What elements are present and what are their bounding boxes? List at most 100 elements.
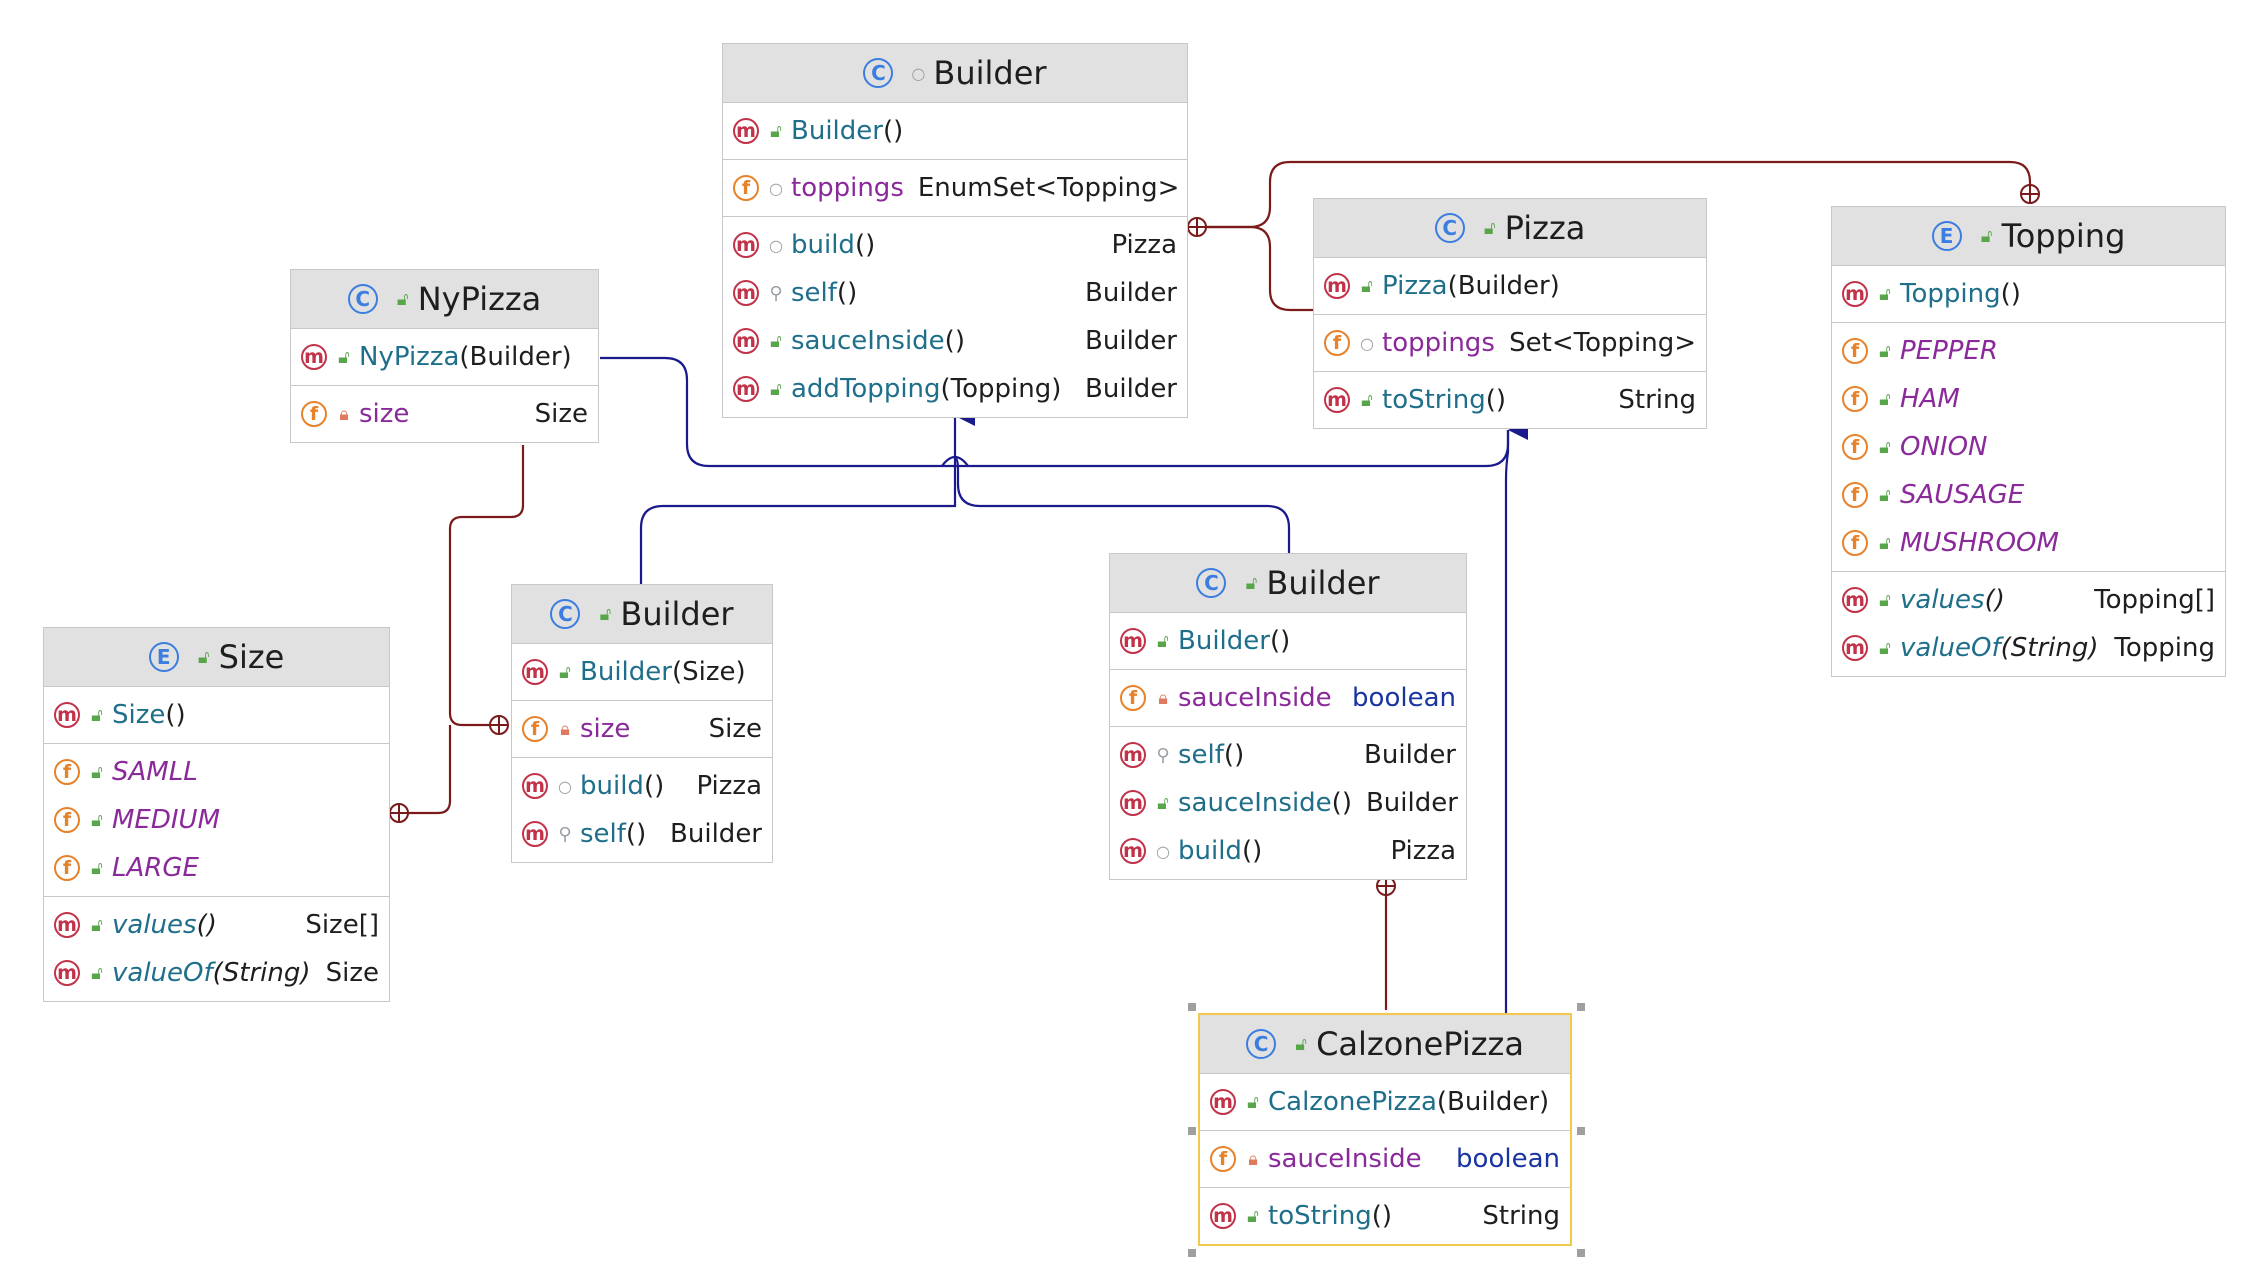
member-params: () <box>2000 279 2021 309</box>
protected-icon: ⚲ <box>769 282 783 304</box>
member-section: m🔓︎Builder() <box>723 103 1187 160</box>
member-params: () <box>1269 626 1291 656</box>
member-type: Topping <box>2114 633 2215 663</box>
method-row[interactable]: m🔓︎NyPizza(Builder) <box>291 333 598 381</box>
public-icon: 🔓︎ <box>91 857 103 879</box>
member-name: toString <box>1382 385 1486 415</box>
method-row[interactable]: m🔓︎Builder(Size) <box>512 648 772 696</box>
method-icon: m <box>733 376 759 402</box>
class-header[interactable]: C 🔓︎ Builder <box>1110 554 1466 613</box>
member-type: Pizza <box>1390 836 1456 866</box>
method-row[interactable]: m🔓︎CalzonePizza(Builder) <box>1200 1078 1570 1126</box>
member-name: values <box>112 910 197 940</box>
method-icon: m <box>54 912 80 938</box>
method-icon: m <box>522 821 548 847</box>
method-row[interactable]: m🔓︎Pizza(Builder) <box>1314 262 1706 310</box>
method-row[interactable]: m🔓︎addTopping(Topping)Builder <box>723 365 1187 413</box>
method-row[interactable]: m🔓︎valueOf(String)Size <box>44 949 389 997</box>
resize-handle-bottom-right[interactable] <box>1577 1249 1585 1257</box>
calzonebuilder-to-builder <box>954 456 1291 553</box>
class-header[interactable]: C 🔓︎ NyPizza <box>291 270 598 329</box>
resize-handle-middle-left[interactable] <box>1188 1127 1196 1135</box>
method-row[interactable]: m🔓︎sauceInside()Builder <box>723 317 1187 365</box>
public-icon: 🔓︎ <box>1879 484 1891 506</box>
method-row[interactable]: m🔓︎Topping() <box>1832 270 2225 318</box>
resize-handle-bottom-left[interactable] <box>1188 1249 1196 1257</box>
method-icon: m <box>54 702 80 728</box>
member-type: Pizza <box>696 771 762 801</box>
class-header[interactable]: E 🔓︎ Topping <box>1832 207 2225 266</box>
method-row[interactable]: m🔓︎toString()String <box>1314 376 1706 424</box>
method-row[interactable]: m○build()Pizza <box>512 762 772 810</box>
method-row[interactable]: m○build()Pizza <box>723 221 1187 269</box>
method-icon: m <box>54 960 80 986</box>
method-row[interactable]: m⚲self()Builder <box>1110 731 1466 779</box>
field-icon: f <box>54 855 80 881</box>
method-row[interactable]: m○build()Pizza <box>1110 827 1466 875</box>
class-header[interactable]: E 🔓︎ Size <box>44 628 389 687</box>
class-header[interactable]: C ○ Builder <box>723 44 1187 103</box>
public-icon: 🔓︎ <box>91 704 103 726</box>
field-row[interactable]: f🔓︎ONION <box>1832 423 2225 471</box>
package-private-icon: ○ <box>1360 333 1374 353</box>
member-params: () <box>1331 788 1352 818</box>
member-name: size <box>580 714 631 744</box>
private-icon: 🔒︎ <box>339 403 349 425</box>
member-name: values <box>1900 585 1985 615</box>
member-name: build <box>791 230 855 260</box>
method-row[interactable]: m🔓︎values()Size[] <box>44 901 389 949</box>
size-nested-link <box>403 725 452 815</box>
nybuilder-to-builder <box>639 406 975 584</box>
class-header[interactable]: C 🔓︎ Builder <box>512 585 772 644</box>
field-row[interactable]: f🔓︎HAM <box>1832 375 2225 423</box>
field-row[interactable]: f🔓︎SAMLL <box>44 748 389 796</box>
package-private-icon: ○ <box>769 235 783 255</box>
member-name: Pizza <box>1382 271 1448 301</box>
method-row[interactable]: m🔓︎Builder() <box>723 107 1187 155</box>
method-icon: m <box>301 344 327 370</box>
method-row[interactable]: m🔓︎sauceInside()Builder <box>1110 779 1466 827</box>
member-params: () <box>643 771 665 801</box>
member-params: () <box>1984 585 2005 615</box>
class-header[interactable]: C 🔓︎ Pizza <box>1314 199 1706 258</box>
member-params: () <box>944 326 965 356</box>
resize-handle-top-left[interactable] <box>1188 1003 1196 1011</box>
class-header[interactable]: C 🔓︎ CalzonePizza <box>1200 1015 1570 1074</box>
field-row[interactable]: f🔓︎PEPPER <box>1832 327 2225 375</box>
field-row[interactable]: f🔓︎MUSHROOM <box>1832 519 2225 567</box>
method-row[interactable]: m🔓︎toString()String <box>1200 1192 1570 1240</box>
method-icon: m <box>733 280 759 306</box>
method-row[interactable]: m🔓︎Size() <box>44 691 389 739</box>
resize-handle-middle-right[interactable] <box>1577 1127 1585 1135</box>
field-row[interactable]: f🔓︎LARGE <box>44 844 389 892</box>
method-row[interactable]: m🔓︎Builder() <box>1110 617 1466 665</box>
field-icon: f <box>1842 386 1868 412</box>
member-params: () <box>1371 1201 1392 1231</box>
method-row[interactable]: m⚲self()Builder <box>723 269 1187 317</box>
member-name: self <box>1178 740 1224 770</box>
method-row[interactable]: m⚲self()Builder <box>512 810 772 858</box>
public-icon: 🔓︎ <box>91 809 103 831</box>
field-row[interactable]: f🔓︎MEDIUM <box>44 796 389 844</box>
method-icon: m <box>1842 635 1868 661</box>
resize-handle-top-right[interactable] <box>1577 1003 1585 1011</box>
method-row[interactable]: m🔓︎valueOf(String)Topping <box>1832 624 2225 672</box>
field-row[interactable]: f🔓︎SAUSAGE <box>1832 471 2225 519</box>
class-calzonepizza[interactable]: C 🔓︎ CalzonePizza m🔓︎CalzonePizza(Builde… <box>1198 1013 1572 1246</box>
method-row[interactable]: m🔓︎values()Topping[] <box>1832 576 2225 624</box>
